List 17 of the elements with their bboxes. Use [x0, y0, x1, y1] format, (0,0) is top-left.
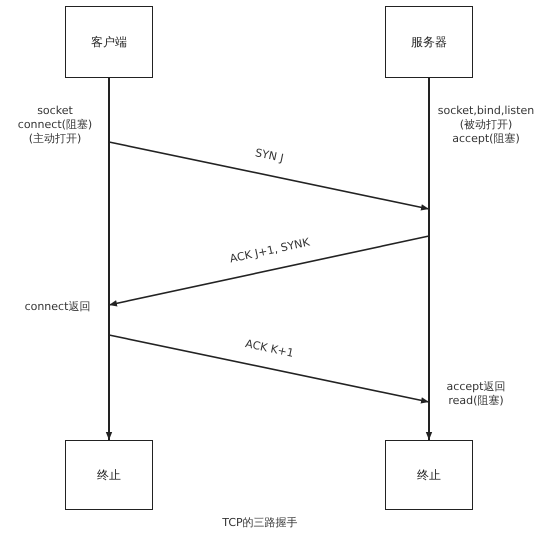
- participant-box: 终止: [385, 440, 473, 510]
- message-arrow: [108, 235, 430, 306]
- participant-box: 终止: [65, 440, 153, 510]
- lifeline-arrow: [106, 78, 112, 440]
- participant-box: 客户端: [65, 6, 153, 78]
- participant-box: 服务器: [385, 6, 473, 78]
- message-label: SYN J: [253, 146, 284, 165]
- message-arrow: [108, 334, 430, 404]
- annotation-text: connect返回: [24, 300, 92, 314]
- annotation-text: socket connect(阻塞) (主动打开): [16, 104, 94, 146]
- message-label: ACK K+1: [244, 337, 294, 360]
- message-arrow: [108, 141, 430, 210]
- annotation-text: accept返回 read(阻塞): [446, 380, 506, 408]
- caption: TCP的三路握手: [221, 516, 299, 530]
- message-label: ACK J+1, SYNK: [228, 236, 310, 266]
- annotation-text: socket,bind,listen (被动打开) accept(阻塞): [436, 104, 536, 146]
- lifeline-arrow: [426, 78, 432, 440]
